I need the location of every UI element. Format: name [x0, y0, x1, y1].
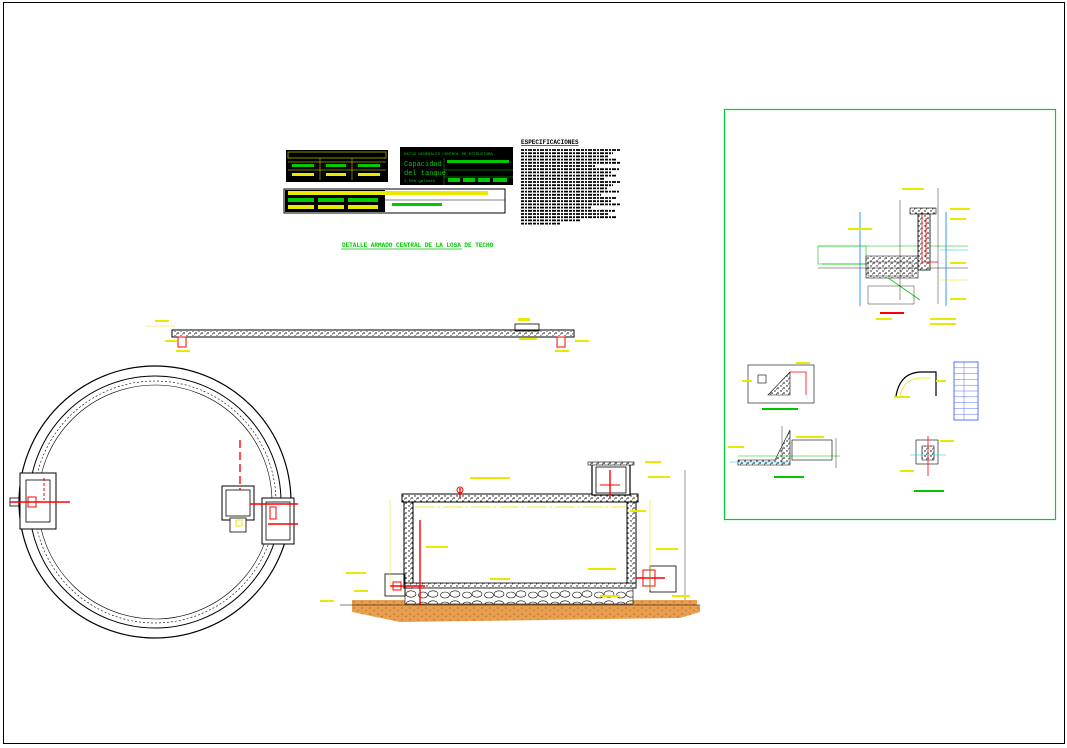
sheet-border [3, 2, 1065, 744]
detail-title: DETALLE ARMADO CENTRAL DE LA LOSA DE TEC… [342, 242, 494, 249]
detail-3 [728, 426, 840, 478]
specifications-title: ESPECIFICACIONES [521, 139, 579, 146]
specifications-block: ESPECIFICACIONES [521, 139, 621, 225]
tank-section [320, 461, 700, 622]
detail-main [817, 188, 970, 325]
table-2-header: DATOS GENERALES CONTROL DE ESTRUCTURA [404, 153, 493, 157]
tank-plan-view [9, 365, 298, 639]
tables-group: DATOS GENERALES CONTROL DE ESTRUCTURA Ca… [283, 139, 621, 250]
slab-section [145, 318, 589, 352]
detail-4 [900, 436, 954, 492]
table-2-capacity-value: 2,500 galones [404, 179, 436, 184]
rebar-table [953, 361, 979, 421]
table-1 [286, 150, 388, 182]
detail-1 [742, 362, 815, 410]
table-3 [283, 188, 506, 214]
detail-2 [894, 371, 946, 398]
detail-title-group: DETALLE ARMADO CENTRAL DE LA LOSA DE TEC… [341, 242, 494, 250]
table-2: DATOS GENERALES CONTROL DE ESTRUCTURA Ca… [400, 147, 513, 185]
table-2-capacity-label-1: Capacidad [404, 161, 442, 169]
detail-panel [723, 108, 1057, 521]
table-2-capacity-label-2: del tanque [404, 170, 446, 178]
